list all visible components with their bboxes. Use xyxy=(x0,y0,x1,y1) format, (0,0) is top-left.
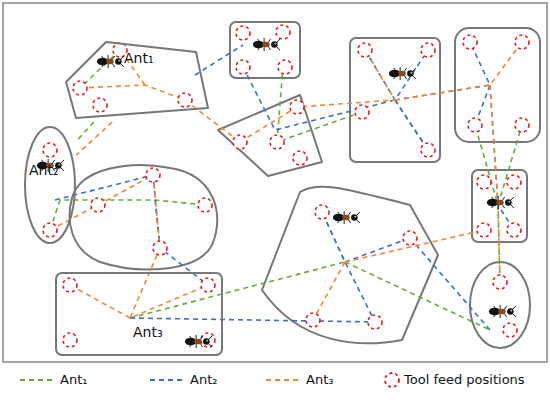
tool-feed-positions xyxy=(43,25,529,347)
ant-path xyxy=(76,122,94,141)
ant-label: Ant₁ xyxy=(124,50,154,66)
cluster: Ant₁ xyxy=(62,38,212,122)
ant-paths xyxy=(50,42,522,330)
cluster: Ant₃ xyxy=(55,272,223,356)
ant-icons xyxy=(37,38,516,348)
cluster: Ant₂ xyxy=(24,126,76,244)
cluster-outline xyxy=(55,272,223,356)
legend-label: Tool feed positions xyxy=(404,372,525,388)
ant-label: Ant₃ xyxy=(133,324,163,340)
legend-label: Ant₁ xyxy=(60,372,87,388)
legend-samples xyxy=(20,373,399,387)
legend-label: Ant₃ xyxy=(306,372,333,388)
frame xyxy=(3,3,547,362)
ant-label: Ant₂ xyxy=(29,162,59,178)
cluster-outline xyxy=(24,126,76,244)
legend-label: Ant₂ xyxy=(190,372,217,388)
ant-path xyxy=(76,122,112,155)
cluster-outlines xyxy=(70,22,540,348)
